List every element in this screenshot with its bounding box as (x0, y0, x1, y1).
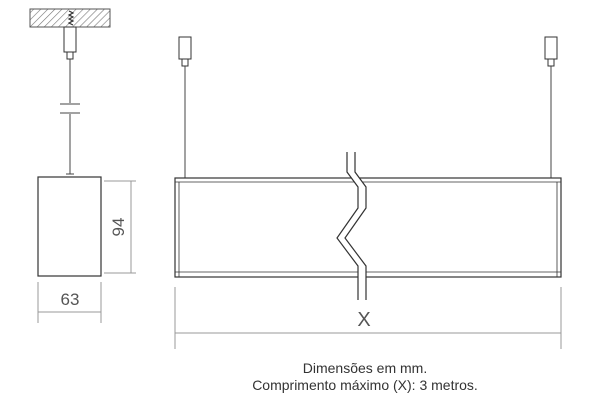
front-view: X (174, 36, 562, 349)
left-ceiling-fixing (178, 36, 192, 178)
width-label: 63 (61, 290, 80, 309)
length-dimension: X (174, 287, 562, 349)
suspension-cable (60, 59, 80, 175)
length-label: X (357, 309, 370, 331)
height-dimension: 94 (104, 180, 136, 274)
length-break-symbol (336, 150, 367, 300)
side-profile-body (37, 176, 102, 277)
height-label: 94 (109, 218, 128, 237)
dimensions-note: Dimensões em mm. (302, 360, 428, 376)
ceiling-fixing (63, 10, 77, 60)
width-dimension: 63 (37, 282, 102, 323)
max-length-note: Comprimento máximo (X): 3 metros. (252, 377, 478, 393)
right-ceiling-fixing (544, 36, 558, 178)
luminaire-body (174, 177, 562, 278)
side-view: 63 94 (29, 8, 136, 323)
